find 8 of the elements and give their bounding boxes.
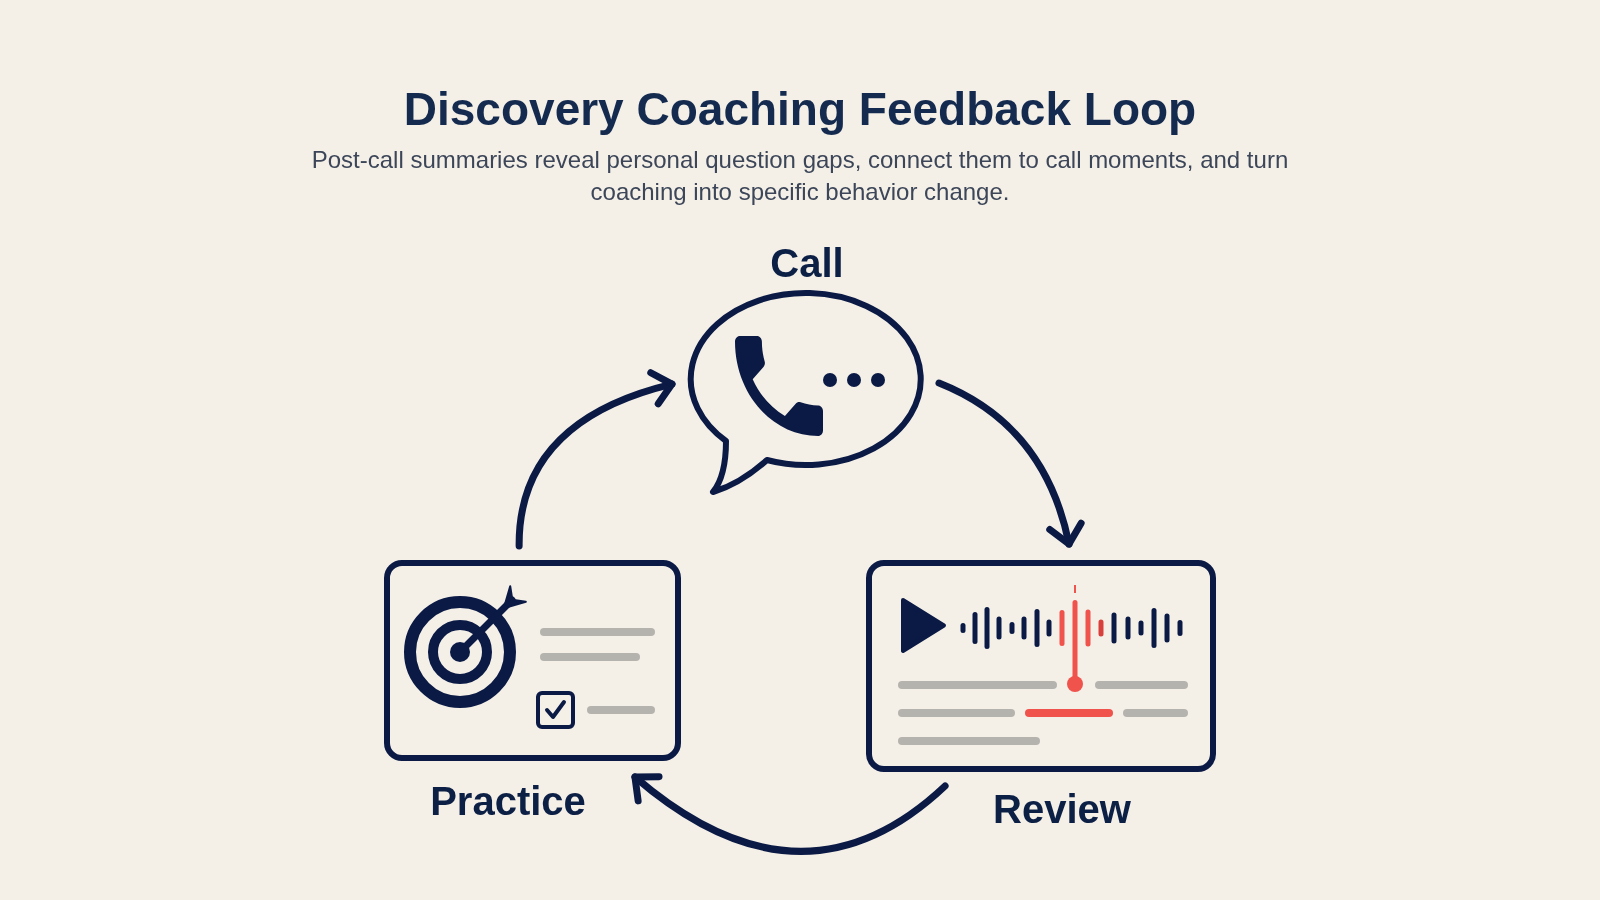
curved-arrow (515, 369, 676, 550)
stage-label: Call (770, 241, 844, 285)
stage-label: Review (993, 787, 1131, 831)
subtitle-text: Post-call summaries reveal personal question gaps, connect them to call moments, and turn coaching into specific behavior change. (310, 145, 1290, 207)
diagram-title: Discovery Coaching Feedback Loop (403, 82, 1197, 137)
curved-arrow (935, 379, 1084, 548)
stage-label: Practice (430, 779, 586, 823)
curved-arrow (631, 772, 949, 855)
